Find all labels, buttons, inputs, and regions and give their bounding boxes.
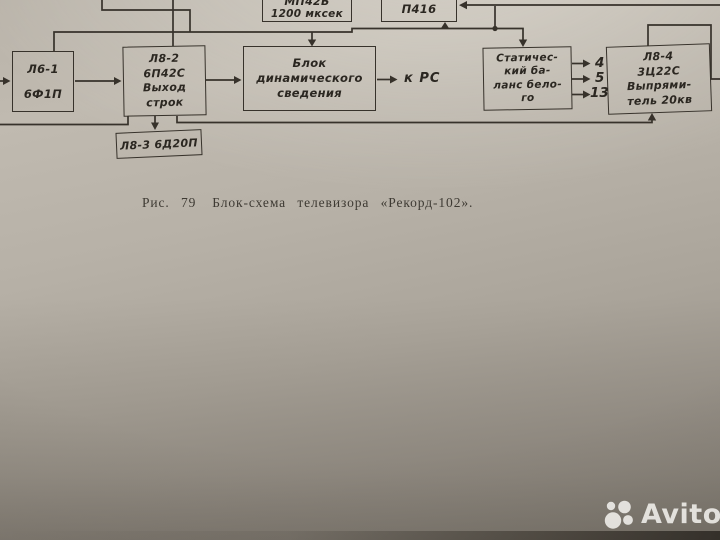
block-label: 3Ц22С <box>637 63 681 79</box>
block-label: ланс бело- <box>493 77 563 92</box>
block-label: тель 20кв <box>626 92 693 108</box>
block-label: кий ба- <box>504 64 551 78</box>
block-label: Л8-3 6Д20П <box>119 135 199 153</box>
label-to-rs: к РС <box>404 71 441 86</box>
block-label: Выход <box>142 80 187 95</box>
block-mp42b-1200us: МП42Б 1200 мксек <box>262 0 352 22</box>
block-label: П416 <box>401 2 437 16</box>
block-label: го <box>521 91 535 105</box>
avito-watermark: Avito <box>599 497 720 535</box>
block-label: Л6-1 <box>27 62 59 77</box>
block-label: Л8-4 <box>642 49 674 64</box>
avito-logo-icon <box>604 500 633 529</box>
block-p416: П416 <box>381 0 457 22</box>
block-label: Статичес- <box>496 50 559 65</box>
block-label: 6П42С <box>143 66 186 80</box>
figure-caption-text: Блок-схема телевизора «Рекорд-102». <box>212 195 474 210</box>
label-pin-4: 4 <box>595 55 605 71</box>
block-l8-2-line-output: Л8-2 6П42С Выход строк <box>122 45 207 117</box>
block-l8-3-6d20p: Л8-3 6Д20П <box>115 129 203 159</box>
block-label: динамического <box>256 71 363 85</box>
block-static-white-balance: Статичес- кий ба- ланс бело- го <box>482 46 573 111</box>
block-label: МП42Б <box>284 0 330 8</box>
figure-caption: Рис. 79 Блок-схема телевизора «Рекорд-102… <box>142 195 602 211</box>
block-label: Блок <box>292 56 327 70</box>
figure-number: Рис. 79 <box>142 195 197 210</box>
block-l8-4-rectifier-20kv: Л8-4 3Ц22С Выпрями- тель 20кв <box>605 43 713 115</box>
block-label: Л8-2 <box>148 51 180 66</box>
block-label: 6Ф1П <box>23 86 63 101</box>
block-label: строк <box>146 95 184 109</box>
avito-brand-text: Avito <box>641 499 720 530</box>
block-label: 1200 мксек <box>270 8 344 20</box>
block-label: сведения <box>277 86 342 100</box>
block-dynamic-convergence: Блок динамического сведения <box>243 46 376 111</box>
label-pin-5: 5 <box>595 70 605 86</box>
block-l6-1-6f1p: Л6-1 6Ф1П <box>12 51 74 112</box>
label-pin-13: 13 <box>590 85 609 101</box>
